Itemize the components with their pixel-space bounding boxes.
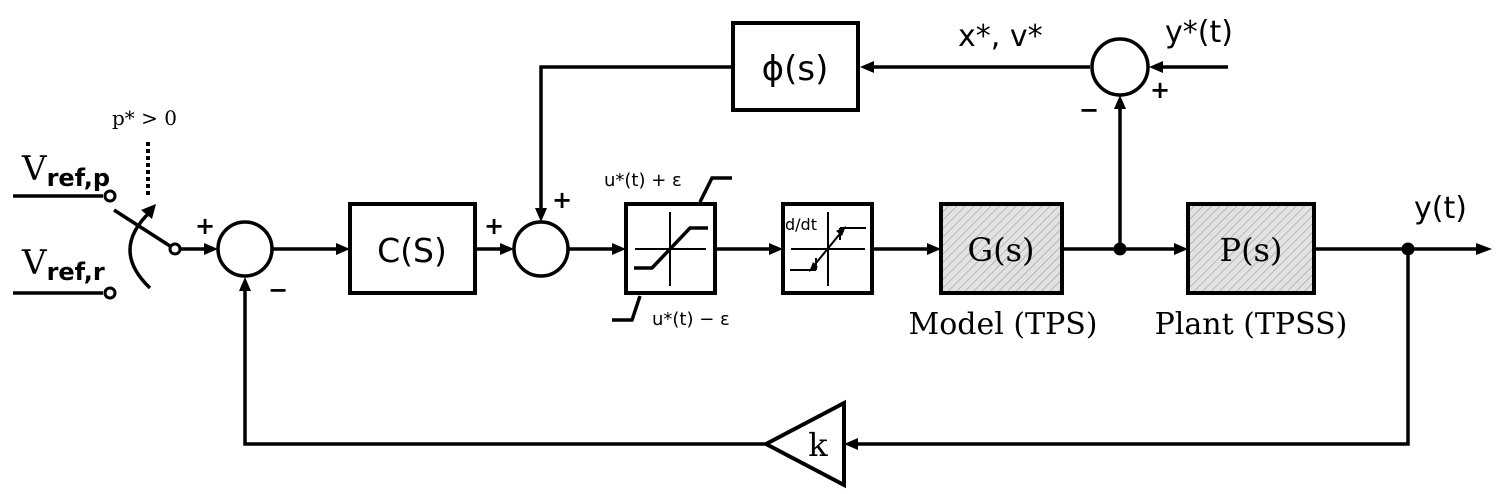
- saturation-lower-label: u*(t) − ε: [652, 309, 730, 330]
- controller-block-label: C(S): [377, 231, 447, 270]
- sum1-plus-sign: +: [195, 212, 215, 240]
- summing-junction-1: [216, 220, 274, 278]
- vref-r-label: Vref,r: [21, 243, 105, 286]
- vref-p-label: Vref,p: [21, 149, 110, 192]
- phi-block-label: ϕ(s): [762, 49, 829, 89]
- saturation-curve-icon: [612, 176, 732, 322]
- sum2-plus-left-sign: +: [484, 212, 504, 240]
- phi-block: [731, 21, 860, 112]
- summing-junction-3: [1090, 37, 1150, 97]
- gain-block: [761, 399, 846, 489]
- output-label: y(t): [1414, 191, 1467, 226]
- plant-block: [1186, 202, 1316, 295]
- switch-actuation-arc: [128, 210, 152, 290]
- arrow-into-sum2-top: [535, 208, 547, 222]
- sum1-minus-sign: −: [268, 276, 288, 304]
- saturation-upper-label: u*(t) + ε: [604, 170, 682, 191]
- switch-arc-arrow: [141, 204, 156, 219]
- sum3-minus-sign: −: [1079, 96, 1099, 124]
- model-block: [939, 202, 1064, 295]
- model-block-label: G(s): [968, 231, 1035, 269]
- arrow-into-C: [336, 243, 350, 255]
- arrow-into-sum3-right: [1149, 61, 1163, 73]
- wire-gain-to-sum1: [243, 290, 766, 446]
- wire-phi-to-sum2: [539, 65, 731, 210]
- arrow-into-sum3-bottom: [1114, 95, 1126, 109]
- summing-junction-2: [512, 220, 570, 278]
- gain-block-label: k: [808, 426, 828, 464]
- arrow-into-sat: [612, 243, 626, 255]
- derivative-rate-limiter-icon: [790, 212, 866, 286]
- derivative-block-label: d/dt: [785, 215, 817, 234]
- terminal-vref-r: [103, 286, 117, 300]
- arrow-into-G: [927, 243, 941, 255]
- wire-output-feedback: [855, 249, 1410, 446]
- arrow-into-gain: [844, 438, 858, 450]
- arrow-into-phi: [860, 61, 874, 73]
- arrow-into-deriv: [769, 243, 783, 255]
- sum3-plus-sign: +: [1150, 76, 1170, 104]
- plant-caption: Plant (TPSS): [1155, 307, 1348, 342]
- feedback-states-label: x*, v*: [958, 19, 1043, 54]
- junction-plant-output: [1401, 242, 1415, 256]
- switch-arm: [113, 208, 171, 248]
- sum2-plus-top-sign: +: [552, 186, 572, 214]
- switch-condition-label: p* > 0: [112, 106, 177, 130]
- arrow-into-sum1-bottom: [239, 277, 251, 291]
- controller-block: [348, 202, 477, 295]
- model-caption: Model (TPS): [908, 307, 1097, 342]
- arrow-into-sum1-left: [204, 243, 218, 255]
- junction-G-output: [1113, 242, 1127, 256]
- terminal-vref-p: [103, 189, 117, 203]
- plant-block-label: P(s): [1220, 231, 1283, 269]
- arrow-into-sum2-left: [500, 243, 514, 255]
- terminal-switch-output: [168, 242, 182, 256]
- reference-trajectory-label: y*(t): [1165, 15, 1233, 50]
- arrow-into-P: [1174, 243, 1188, 255]
- arrow-output: [1476, 243, 1492, 255]
